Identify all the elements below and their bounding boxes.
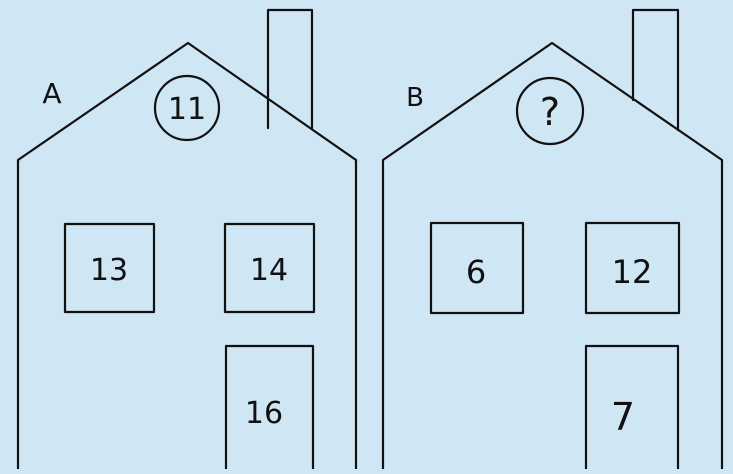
house-b-door-number: 7 <box>611 395 635 439</box>
house-a-label: A <box>42 77 61 110</box>
house-a-roof-number: 11 <box>168 92 206 127</box>
house-b-right-window-number: 12 <box>612 253 653 291</box>
house-a-chimney <box>268 10 312 128</box>
house-b-roof-number: ? <box>540 90 560 134</box>
house-b-label: B <box>406 83 424 113</box>
house-a: A 11 13 14 16 <box>18 10 356 469</box>
house-a-right-window-number: 14 <box>250 253 288 288</box>
house-a-left-window-number: 13 <box>90 253 128 288</box>
house-b: B ? 6 12 7 <box>383 10 722 469</box>
house-b-chimney <box>633 10 678 130</box>
house-a-door-number: 16 <box>245 396 283 431</box>
house-b-left-window-number: 6 <box>466 253 486 291</box>
